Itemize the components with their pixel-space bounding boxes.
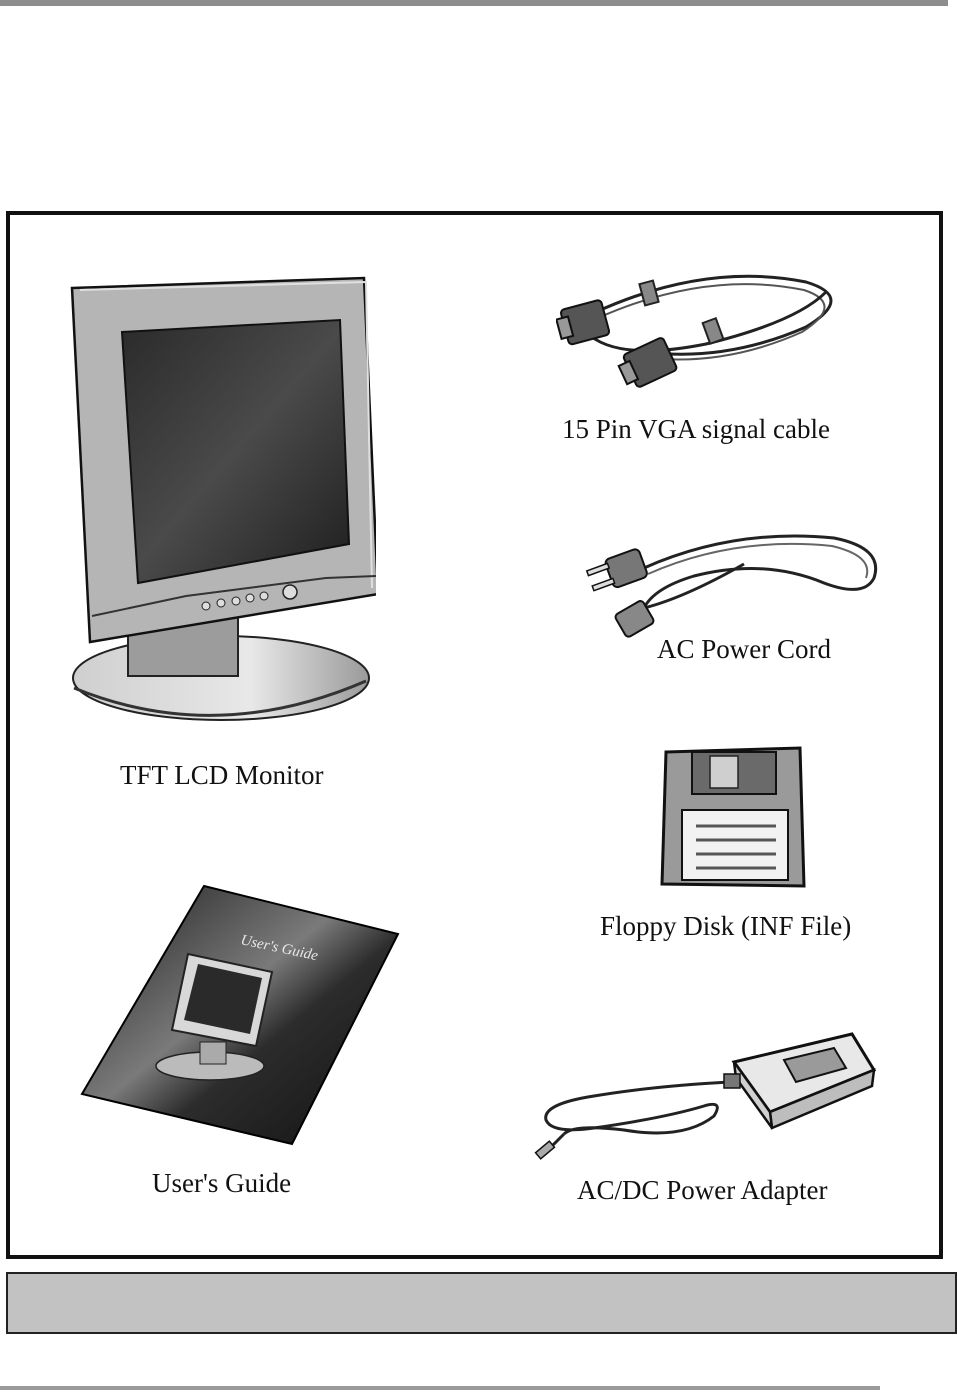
users-guide-icon: User's Guide [80, 884, 400, 1146]
power-adapter-icon [534, 1030, 879, 1162]
top-rule [0, 0, 948, 6]
lcd-monitor-icon [66, 276, 376, 726]
bottom-rule [0, 1386, 880, 1390]
power-cord-icon [584, 528, 884, 638]
power-adapter-label: AC/DC Power Adapter [577, 1177, 827, 1204]
power-cord-label: AC Power Cord [657, 636, 831, 663]
vga-cable-label: 15 Pin VGA signal cable [562, 416, 830, 443]
vga-cable-icon [556, 252, 846, 392]
floppy-disk-icon [658, 744, 808, 892]
users-guide-label: User's Guide [152, 1170, 291, 1197]
monitor-label: TFT LCD Monitor [120, 762, 324, 789]
floppy-disk-label: Floppy Disk (INF File) [600, 913, 851, 940]
note-bar [6, 1272, 957, 1334]
